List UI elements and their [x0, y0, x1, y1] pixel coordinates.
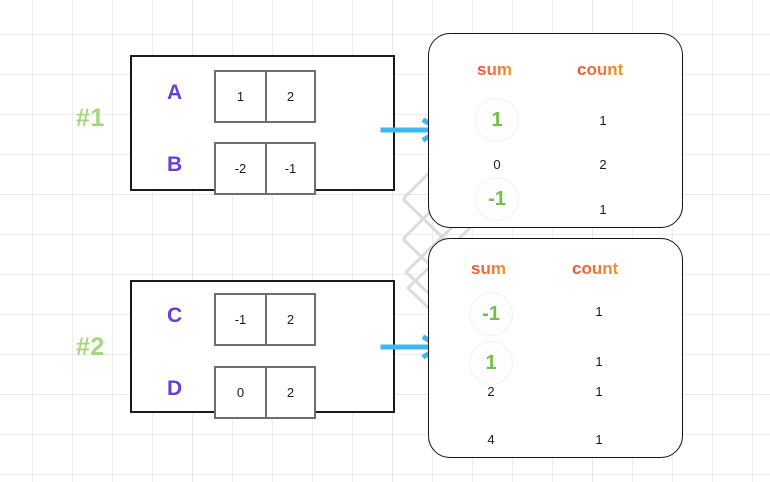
- cell-a-0: 1: [236, 89, 245, 104]
- group-label-1: #1: [76, 104, 105, 132]
- sum-value-2-1: 1: [469, 341, 513, 385]
- input-panel-2: C -1 2 D 0 2: [130, 280, 395, 419]
- cell-a-1: 2: [265, 72, 314, 121]
- cell-pair-c: -1 2: [214, 293, 316, 346]
- count-value-1-1: 2: [599, 157, 607, 172]
- sum-value-2-3: 4: [487, 432, 495, 447]
- column-header-count-1: count: [577, 60, 624, 79]
- cell-d-0: 0: [236, 385, 245, 400]
- count-value-1-0: 1: [599, 113, 607, 128]
- input-panel-1: A 1 2 B -2 -1: [130, 55, 395, 195]
- row-letter-a: A: [167, 81, 183, 104]
- column-header-sum-1: sum: [477, 60, 512, 79]
- row-letter-b: B: [167, 153, 183, 176]
- output-panel-2: sum count: [428, 238, 683, 458]
- count-value-2-0: 1: [595, 304, 603, 319]
- sum-value-1-2: -1: [475, 177, 519, 221]
- column-header-count-2: count: [572, 259, 619, 278]
- sum-value-1-0: 1: [475, 98, 519, 142]
- cell-pair-a: 1 2: [214, 70, 316, 123]
- cell-pair-d: 0 2: [214, 366, 316, 419]
- row-letter-c: C: [167, 304, 183, 327]
- count-value-2-2: 1: [595, 384, 603, 399]
- count-value-2-1: 1: [595, 354, 603, 369]
- cell-pair-b: -2 -1: [214, 142, 316, 195]
- sum-value-2-0: -1: [469, 292, 513, 336]
- sum-value-2-2: 2: [487, 384, 495, 399]
- count-value-2-3: 1: [595, 432, 603, 447]
- row-letter-d: D: [167, 377, 183, 400]
- cell-b-1: -1: [265, 144, 314, 193]
- group-label-2: #2: [76, 333, 105, 361]
- cell-d-1: 2: [265, 368, 314, 417]
- column-header-sum-2: sum: [471, 259, 506, 278]
- cell-b-0: -2: [234, 161, 247, 176]
- cell-c-0: -1: [234, 312, 247, 327]
- output-panel-1: sum count: [428, 33, 683, 228]
- sum-value-1-1: 0: [493, 157, 501, 172]
- count-value-1-2: 1: [599, 202, 607, 217]
- cell-c-1: 2: [265, 295, 314, 344]
